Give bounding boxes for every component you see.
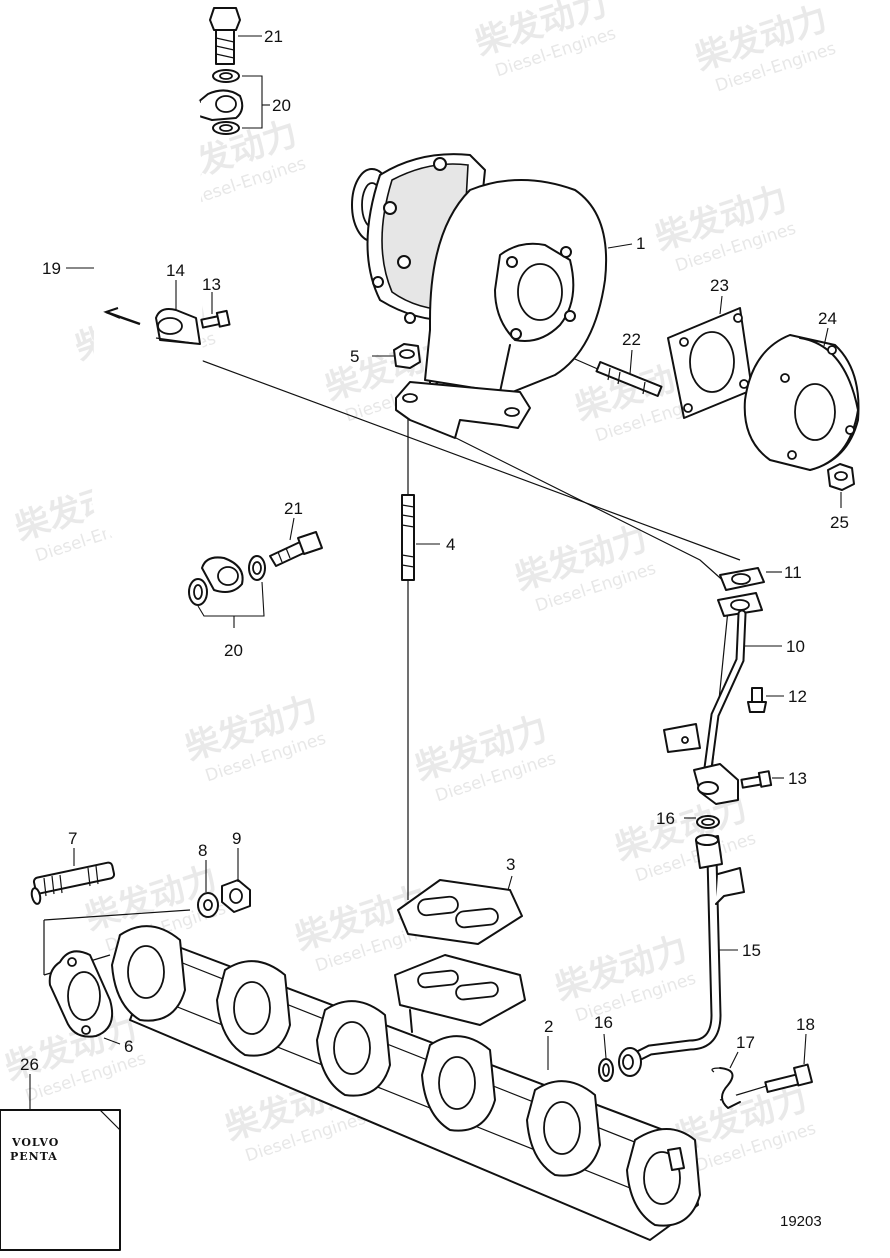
callout-9: 9 [232, 829, 241, 848]
callout-12: 12 [788, 687, 807, 706]
callout-6: 6 [124, 1037, 133, 1056]
mounting-stud [401, 494, 415, 581]
manual-brand-line2: PENTA [10, 1150, 58, 1163]
figure-number: 19203 [780, 1213, 822, 1230]
callout-20-bottom: 20 [224, 641, 243, 660]
banjo-fitting-bottom [188, 531, 323, 606]
retaining-clip [711, 1067, 741, 1109]
oil-return-pipe-upper [663, 567, 765, 805]
callouts: 21 20 19 14 13 5 1 22 23 24 25 4 21 20 1… [20, 27, 849, 1074]
exhaust-manifold [111, 925, 701, 1241]
callout-18: 18 [796, 1015, 815, 1034]
callout-4: 4 [446, 535, 455, 554]
callout-22: 22 [622, 330, 641, 349]
callout-10: 10 [786, 637, 805, 656]
manifold-washer [197, 892, 219, 918]
watermark: 柴发动力 Diesel-Engines [470, 0, 618, 81]
callout-3: 3 [506, 855, 515, 874]
turbo-nut [393, 343, 421, 369]
o-ring-lower [598, 1058, 614, 1082]
exhaust-flange [743, 334, 860, 471]
pipe-screw-12 [747, 687, 767, 713]
callout-2: 2 [544, 1017, 553, 1036]
watermark: 柴发动力 Diesel-Engines [410, 708, 558, 806]
flange-nut [827, 463, 855, 491]
turbo-gasket [397, 879, 523, 945]
callout-21-top: 21 [264, 27, 283, 46]
callout-20-top: 20 [272, 96, 291, 115]
outlet-gasket [667, 307, 753, 419]
manifold-stud [30, 861, 116, 905]
pipe-screw-13 [740, 770, 773, 789]
callout-5: 5 [350, 347, 359, 366]
callout-24: 24 [818, 309, 837, 328]
callout-14: 14 [166, 261, 185, 280]
callout-11: 11 [784, 563, 802, 582]
leader-lines [29, 35, 842, 1110]
watermark: 柴发动力 Diesel-Engines [690, 0, 838, 96]
o-ring-upper [696, 815, 720, 829]
callout-7: 7 [68, 829, 77, 848]
watermark: 柴发动力 Diesel-Engines [180, 688, 328, 786]
callout-16-upper: 16 [656, 809, 675, 828]
pipe-clamp [103, 307, 201, 345]
callout-8: 8 [198, 841, 207, 860]
clip-screw [764, 1063, 813, 1093]
manifold-nut [221, 879, 251, 913]
watermark: 柴发动力 Diesel-Engines [510, 518, 658, 616]
callout-13-right: 13 [788, 769, 807, 788]
callout-25: 25 [830, 513, 849, 532]
manual-brand-line1: VOLVO [11, 1136, 59, 1149]
callout-16-lower: 16 [594, 1013, 613, 1032]
oil-feed-pipe [91, 100, 206, 570]
outlet-stud [595, 361, 663, 397]
turbocharger [351, 153, 608, 439]
callout-15: 15 [742, 941, 761, 960]
callout-23: 23 [710, 276, 729, 295]
service-manual: VOLVO PENTA [0, 1109, 121, 1251]
oil-return-pipe-lower [618, 834, 745, 1077]
callout-13-top: 13 [202, 275, 221, 294]
callout-21-bottom: 21 [284, 499, 303, 518]
watermark: 柴发动力 Diesel-Engines [550, 928, 698, 1026]
callout-26: 26 [20, 1055, 39, 1074]
clamp-screw [200, 309, 231, 329]
callout-17: 17 [736, 1033, 755, 1052]
callout-1: 1 [636, 234, 645, 253]
manifold-gasket [48, 950, 114, 1038]
banjo-bolt-top [209, 7, 241, 65]
watermark: 柴发动力 Diesel-Engines [650, 178, 798, 276]
callout-19: 19 [42, 259, 61, 278]
